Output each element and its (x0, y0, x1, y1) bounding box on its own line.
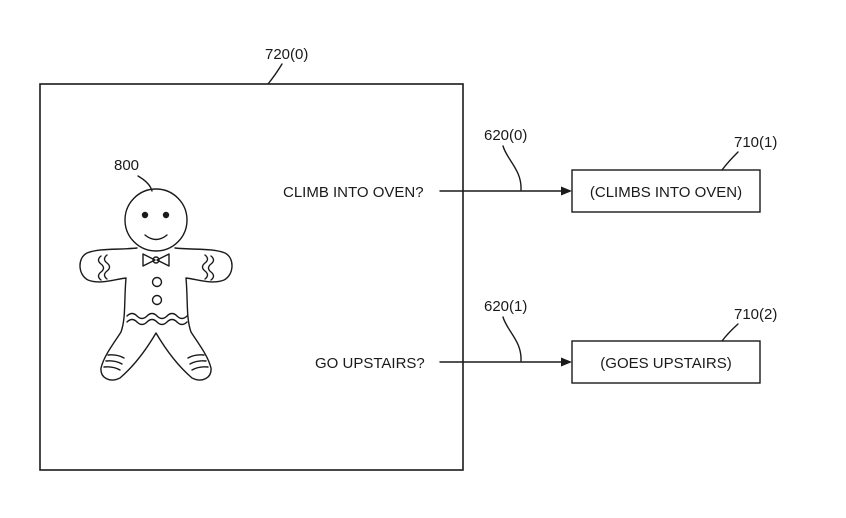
choice-1: GO UPSTAIRS? 620(1) (GOES UPSTAIRS) 710(… (315, 298, 777, 384)
link-ref-label-1: 620(1) (484, 298, 527, 315)
choice-arrowhead-1 (561, 357, 572, 367)
choice-prompt-0: CLIMB INTO OVEN? (283, 184, 424, 201)
character-ref-label: 800 (114, 157, 139, 174)
link-ref-label-0: 620(0) (484, 127, 527, 144)
choice-0: CLIMB INTO OVEN? 620(0) (CLIMBS INTO OVE… (283, 127, 777, 213)
gingerbread-man-illustration (79, 188, 233, 381)
result-text-1: (GOES UPSTAIRS) (600, 355, 731, 372)
result-ref-label-1: 710(2) (734, 306, 777, 323)
link-ref-leader-1 (502, 316, 522, 362)
screen-ref-label: 720(0) (265, 46, 308, 63)
result-box-0 (571, 169, 761, 213)
choice-prompt-1: GO UPSTAIRS? (315, 355, 425, 372)
result-ref-label-0: 710(1) (734, 134, 777, 151)
result-text-0: (CLIMBS INTO OVEN) (590, 184, 742, 201)
result-ref-leader-1 (721, 323, 739, 342)
result-box-1 (571, 340, 761, 384)
result-ref-leader-0 (721, 151, 739, 171)
screen-ref-leader (267, 63, 283, 85)
screen-frame (39, 83, 464, 471)
choice-arrowhead-0 (561, 186, 572, 196)
link-ref-leader-0 (502, 145, 522, 191)
